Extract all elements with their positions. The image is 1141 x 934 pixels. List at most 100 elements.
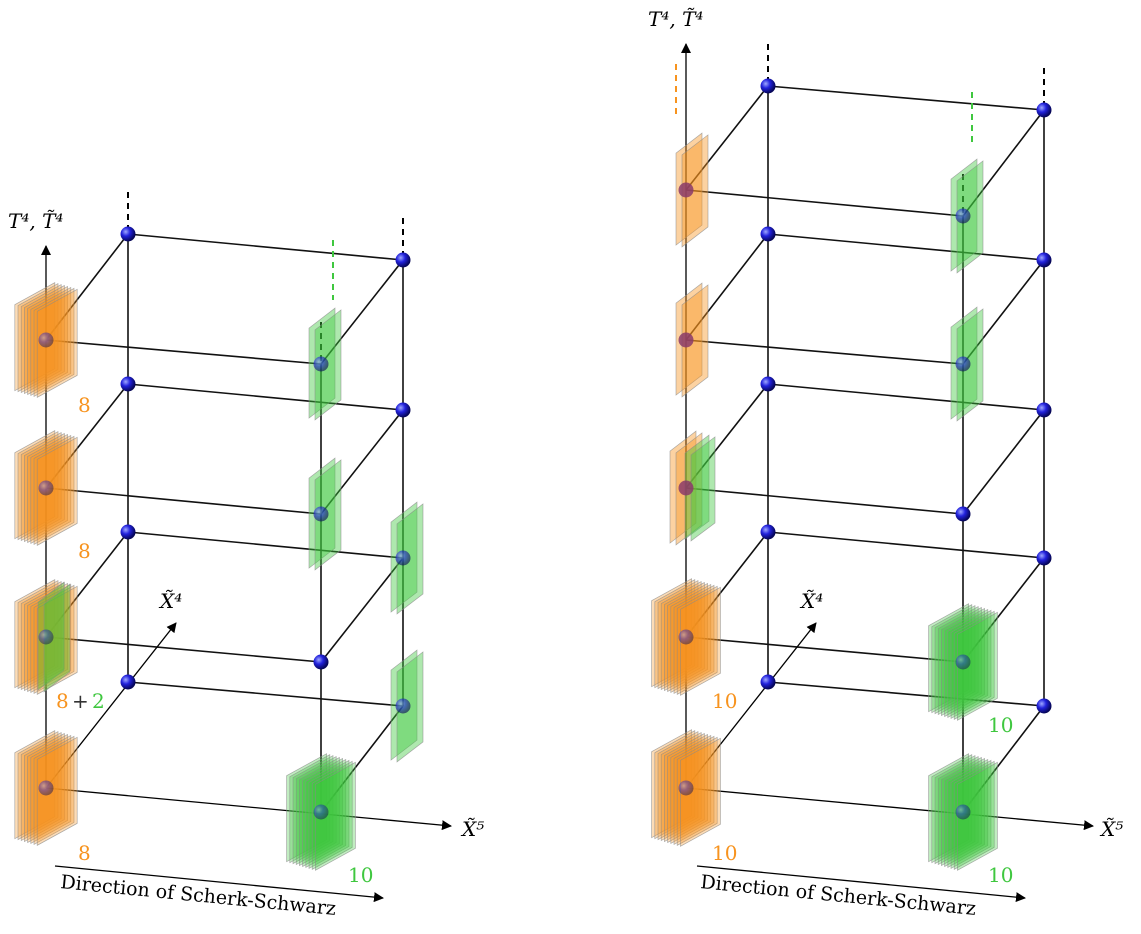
- brane-sheet: [690, 436, 716, 542]
- node: [760, 226, 776, 242]
- left-green-stack-bottom: [286, 753, 356, 871]
- brane-sheet: [17, 731, 59, 841]
- brane-sheet: [36, 436, 78, 546]
- right-green-stack-second: [950, 306, 984, 422]
- brane-sheet: [953, 610, 995, 720]
- node: [1036, 698, 1052, 714]
- brane-sheet: [681, 284, 709, 398]
- brane-sheet: [315, 761, 356, 871]
- left-depth-axis-label: X̃⁴: [158, 589, 182, 613]
- brane-sheet: [957, 611, 998, 721]
- node: [760, 376, 776, 392]
- node: [760, 524, 776, 540]
- node: [313, 654, 329, 670]
- brane-sheet: [33, 287, 75, 397]
- left-count-green-bottom: 10: [348, 863, 373, 887]
- node-behind-brane: [313, 804, 329, 820]
- node-behind-brane: [395, 550, 411, 566]
- right-count-green-mid: 10: [988, 713, 1013, 737]
- right-direction-label: Direction of Scherk-Schwarz: [700, 871, 977, 920]
- brane-sheet: [33, 735, 75, 845]
- brane-sheet: [680, 586, 721, 696]
- node-behind-brane: [955, 804, 971, 820]
- node: [120, 376, 136, 392]
- node-behind-brane: [955, 356, 971, 372]
- node: [955, 506, 971, 522]
- brane-sheet: [680, 737, 721, 847]
- brane-sheet: [676, 736, 718, 846]
- node: [760, 674, 776, 690]
- node-behind-brane: [395, 698, 411, 714]
- left-direction-arrow: [54, 865, 384, 903]
- node: [120, 524, 136, 540]
- node-behind-brane: [38, 629, 54, 645]
- node: [1036, 102, 1052, 118]
- brane-sheet: [934, 605, 976, 715]
- right-nodes: [678, 78, 1052, 820]
- brane-sheet: [14, 282, 56, 392]
- node: [120, 674, 136, 690]
- brane-sheet: [950, 759, 992, 869]
- node-behind-brane: [38, 480, 54, 496]
- node-behind-brane: [313, 356, 329, 372]
- node-behind-brane: [38, 332, 54, 348]
- brane-sheet: [681, 134, 709, 248]
- right-horizontal-axis-label: X̃⁵: [1099, 817, 1123, 841]
- right-direction-arrow: [696, 865, 1026, 903]
- left-horizontal-axis-label: X̃⁵: [460, 817, 484, 841]
- left-horizontal-axis: [45, 787, 452, 831]
- right-panel: T⁴, T̃⁴ X̃⁴ X̃⁵ Direction of Scherk-Schw…: [648, 7, 1123, 920]
- node-behind-brane: [678, 182, 694, 198]
- node-behind-brane: [955, 208, 971, 224]
- right-green-stack-third: [684, 434, 716, 542]
- node-behind-brane: [38, 780, 54, 796]
- node-behind-brane: [313, 506, 329, 522]
- left-panel: T⁴, T̃⁴ X̃⁴ X̃⁵ Direction of Scherk-Schw…: [8, 192, 484, 920]
- brane-sheet: [14, 579, 56, 689]
- brane-sheet: [953, 760, 995, 870]
- node-behind-brane: [955, 654, 971, 670]
- brane-sheet: [17, 283, 59, 393]
- brane-sheet: [957, 761, 998, 871]
- left-orange-stack-top: [14, 282, 78, 398]
- left-count-combo-green: 2: [92, 689, 105, 713]
- left-count-orange-bottom: 8: [78, 841, 91, 865]
- brane-sheet: [950, 609, 992, 719]
- node-behind-brane: [678, 480, 694, 496]
- brane-sheet: [308, 759, 350, 869]
- right-vertical-axis-label: T⁴, T̃⁴: [648, 7, 703, 31]
- left-count-combo-plus: +: [72, 689, 89, 713]
- right-depth-axis-label: X̃⁴: [799, 589, 823, 613]
- brane-sheet: [43, 583, 71, 693]
- right-count-orange-mid: 10: [712, 689, 737, 713]
- left-orange-stack-third: [14, 579, 78, 695]
- brane-sheet: [36, 736, 78, 846]
- brane-sheet: [657, 731, 699, 841]
- brane-sheet: [934, 755, 976, 865]
- brane-sheet: [657, 580, 699, 690]
- left-axes: [41, 245, 452, 903]
- node-behind-brane: [678, 629, 694, 645]
- left-direction-label: Direction of Scherk-Schwarz: [60, 871, 337, 920]
- node-behind-brane: [678, 780, 694, 796]
- node: [1036, 252, 1052, 268]
- brane-sheet: [292, 755, 334, 865]
- node: [760, 78, 776, 94]
- node: [395, 252, 411, 268]
- brane-sheet: [673, 584, 715, 694]
- right-axes: [681, 43, 1094, 903]
- node: [120, 226, 136, 242]
- brane-sheet: [311, 760, 353, 870]
- node: [1036, 402, 1052, 418]
- left-count-orange-second: 8: [78, 539, 91, 563]
- brane-sheet: [14, 730, 56, 840]
- left-count-orange-top: 8: [78, 393, 91, 417]
- brane-sheet: [14, 430, 56, 540]
- node: [1036, 550, 1052, 566]
- left-nodes: [38, 226, 411, 820]
- node: [395, 402, 411, 418]
- brane-sheet: [676, 585, 718, 695]
- brane-sheet: [36, 288, 78, 398]
- node-behind-brane: [678, 332, 694, 348]
